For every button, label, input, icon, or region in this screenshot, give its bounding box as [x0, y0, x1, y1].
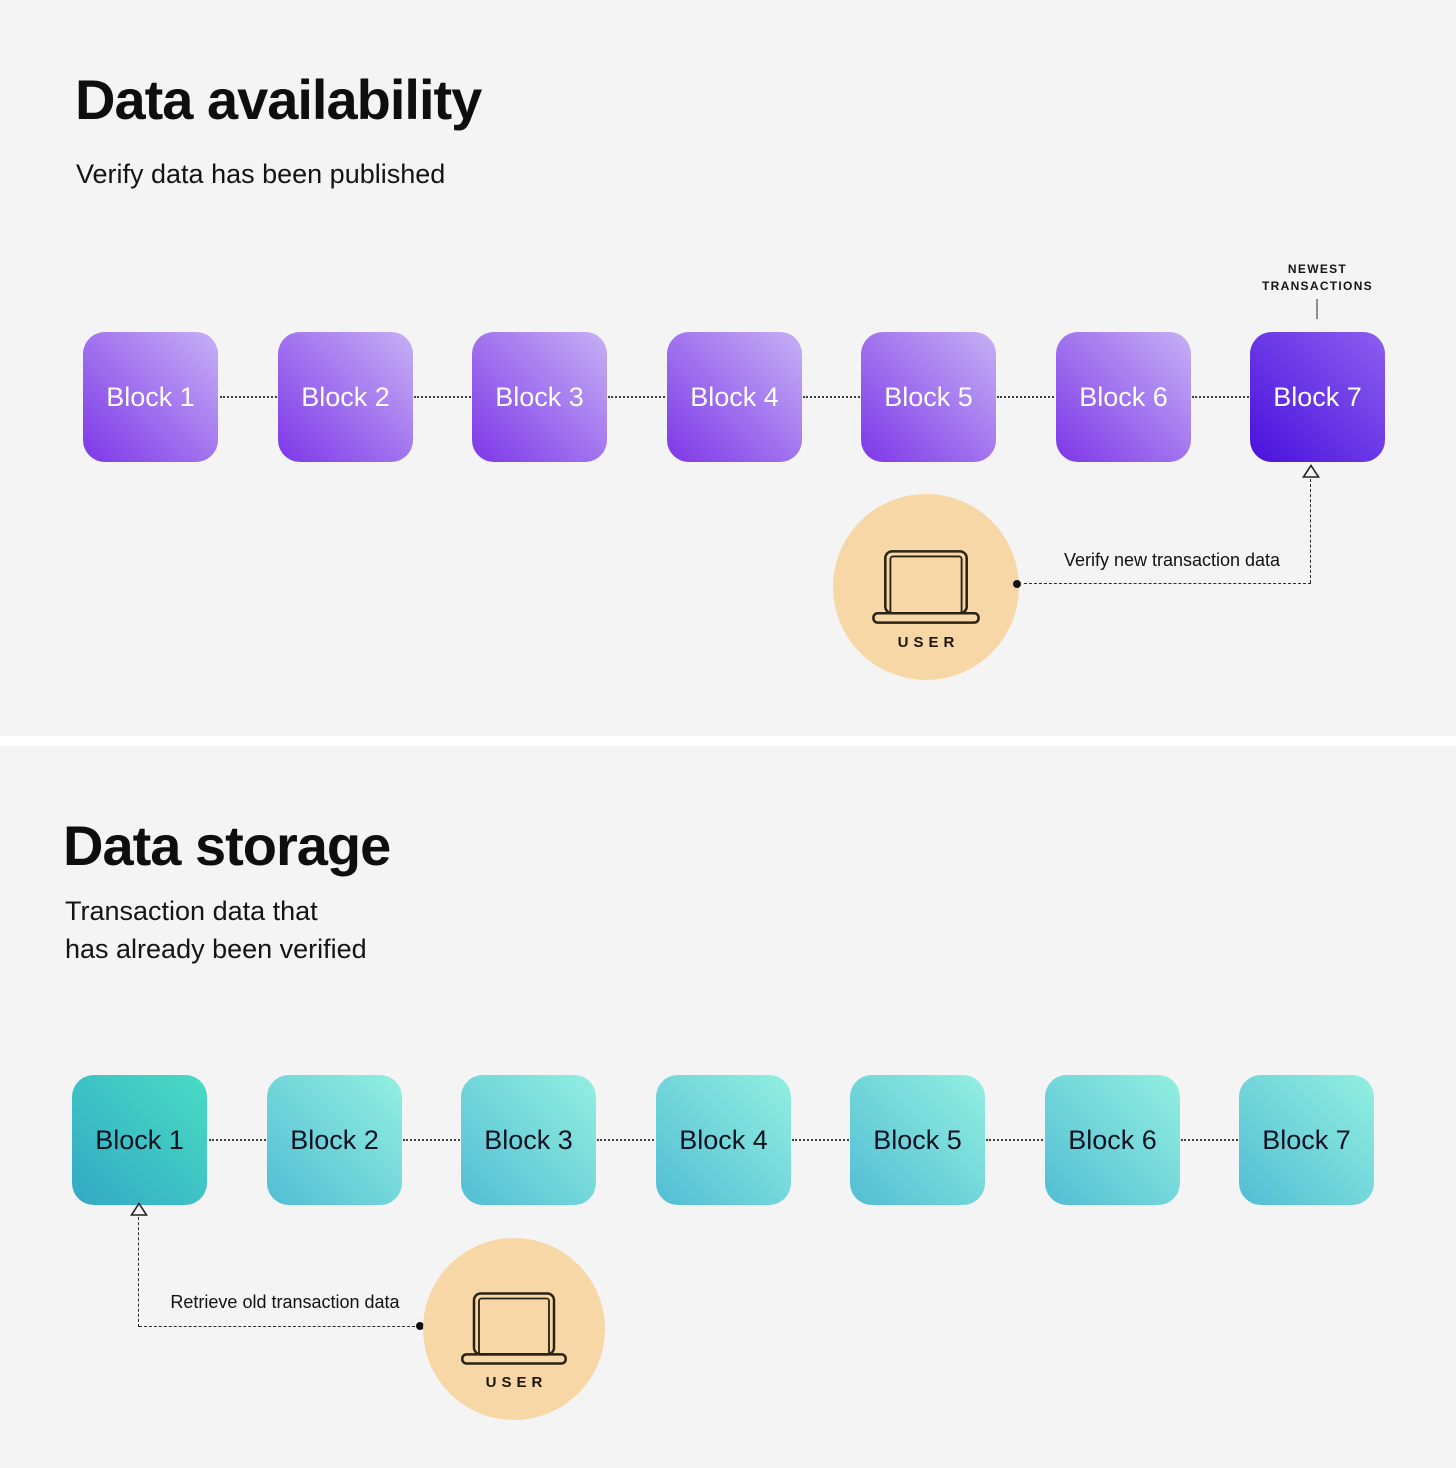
chain-link — [608, 396, 665, 398]
arrowhead-up-icon — [130, 1202, 148, 1216]
storage-block-7: Block 7 — [1239, 1075, 1374, 1205]
connector-start-dot — [416, 1322, 424, 1330]
user-node-availability: USER — [833, 494, 1019, 680]
storage-block-5: Block 5 — [850, 1075, 985, 1205]
connector-vertical-line — [138, 1217, 139, 1327]
availability-title: Data availability — [75, 68, 482, 131]
laptop-icon — [461, 1292, 567, 1365]
chain-link — [403, 1139, 460, 1141]
chain-link — [1192, 396, 1249, 398]
connector-start-dot — [1013, 580, 1021, 588]
chain-link — [997, 396, 1054, 398]
chain-link — [792, 1139, 849, 1141]
storage-subtitle-line1: Transaction data that — [65, 896, 318, 926]
storage-title: Data storage — [63, 814, 391, 877]
storage-block-6: Block 6 — [1045, 1075, 1180, 1205]
availability-block-5: Block 5 — [861, 332, 996, 462]
connector-horizontal-line — [1024, 583, 1311, 584]
availability-block-2: Block 2 — [278, 332, 413, 462]
chain-link — [1181, 1139, 1238, 1141]
availability-block-7: Block 7 — [1250, 332, 1385, 462]
storage-block-3: Block 3 — [461, 1075, 596, 1205]
chain-link — [803, 396, 860, 398]
chain-link — [414, 396, 471, 398]
arrowhead-up-icon — [1302, 464, 1320, 478]
newest-transactions-line2: TRANSACTIONS — [1262, 279, 1373, 294]
laptop-icon — [872, 550, 980, 624]
availability-block-3: Block 3 — [472, 332, 607, 462]
chain-link — [597, 1139, 654, 1141]
newest-transactions-label: NEWEST TRANSACTIONS — [1235, 261, 1400, 296]
availability-subtitle: Verify data has been published — [76, 159, 446, 189]
availability-block-6: Block 6 — [1056, 332, 1191, 462]
availability-block-1: Block 1 — [83, 332, 218, 462]
connector-horizontal-line — [139, 1326, 420, 1327]
chain-link — [220, 396, 277, 398]
newest-transactions-line1: NEWEST — [1287, 262, 1348, 276]
storage-block-2: Block 2 — [267, 1075, 402, 1205]
chain-link — [986, 1139, 1043, 1141]
user-node-storage: USER — [423, 1238, 605, 1420]
storage-subtitle: Transaction data that has already been v… — [65, 892, 367, 968]
user-label: USER — [897, 634, 960, 651]
storage-annotation: Retrieve old transaction data — [170, 1292, 400, 1312]
section-divider — [0, 736, 1456, 746]
availability-block-4: Block 4 — [667, 332, 802, 462]
storage-block-4: Block 4 — [656, 1075, 791, 1205]
newest-transactions-connector-line — [1316, 299, 1318, 319]
storage-block-1: Block 1 — [72, 1075, 207, 1205]
connector-vertical-line — [1310, 479, 1311, 583]
user-label: USER — [485, 1374, 548, 1391]
storage-subtitle-line2: has already been verified — [65, 934, 367, 964]
availability-annotation: Verify new transaction data — [1063, 550, 1281, 570]
chain-link — [209, 1139, 266, 1141]
